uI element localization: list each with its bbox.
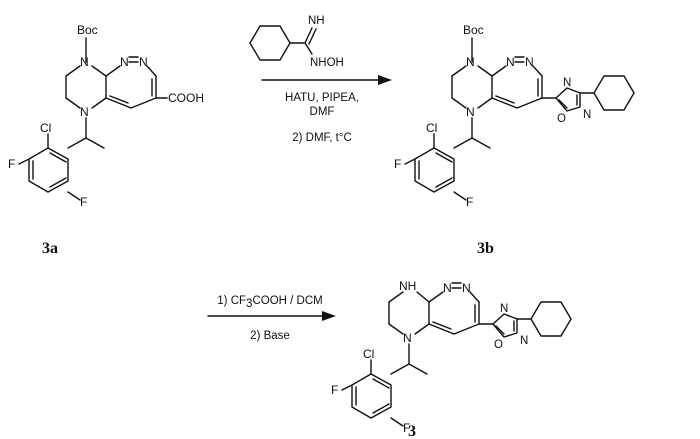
n-top-label: N (466, 55, 475, 69)
bond (19, 159, 29, 164)
amidoxime-nh-label: NH (308, 15, 325, 27)
bond (68, 138, 86, 148)
bond (92, 98, 106, 108)
difluorochlorophenyl-ring (352, 374, 391, 418)
bond (470, 292, 479, 302)
compound-3: NH N N N N O N Cl F F 3 (331, 279, 571, 439)
bond (433, 322, 451, 329)
step1-reagents-line2: DMF (310, 106, 335, 118)
bond (106, 66, 120, 76)
bond (110, 96, 128, 103)
bond (389, 292, 403, 302)
n-bottom-label: N (80, 105, 89, 119)
compound-id-3a: 3a (42, 240, 58, 257)
methyl-bond (409, 364, 427, 374)
cl-label: Cl (426, 121, 437, 135)
pyridazine-n1-label: N (506, 55, 515, 69)
difluorochlorophenyl-ring (415, 148, 454, 192)
bond (131, 98, 156, 108)
pyridazine-n1-label: N (120, 55, 129, 69)
nh-label: NH (399, 279, 416, 293)
f-left-label: F (8, 157, 15, 171)
f-left-label: F (331, 383, 338, 397)
bond (405, 159, 415, 164)
bond (147, 66, 156, 76)
pyridazine-n2-label: N (139, 55, 148, 69)
bond (305, 43, 312, 54)
bond (533, 66, 542, 76)
cyclohexyl-ring (531, 302, 571, 336)
oxadiazole-n-bottom-label: N (583, 109, 591, 121)
bond (517, 98, 542, 108)
bond (454, 138, 472, 148)
compound-3b: Boc N N N N N O N Cl F (394, 23, 634, 257)
n-top-label: N (80, 55, 89, 69)
boc-label: Boc (77, 23, 98, 37)
oxadiazole-o-label: O (557, 113, 566, 125)
cl-label: Cl (40, 121, 51, 135)
oxadiazole-ring (493, 314, 517, 337)
bond (454, 324, 479, 334)
reaction-arrow-1-head (378, 75, 392, 85)
pyridazine-n2-label: N (462, 281, 471, 295)
bond (478, 98, 492, 108)
f-bottom-label: F (466, 195, 473, 209)
oxadiazole-o-label: O (494, 339, 503, 351)
oxadiazole-n-top-label: N (500, 303, 508, 315)
bond (492, 66, 506, 76)
step2-reagents-line2: 2) Base (250, 330, 290, 342)
reaction-step-2: 1) CF3COOH / DCM 2) Base (208, 295, 336, 342)
compound-3a: Boc N N N N COOH Cl F F 3a (8, 23, 204, 257)
bond (454, 192, 466, 200)
difluorochlorophenyl-ring (29, 148, 68, 192)
bond (66, 66, 80, 76)
bond (66, 98, 80, 108)
methyl-bond (472, 138, 490, 148)
step1-reagents-line3: 2) DMF, t°C (292, 132, 352, 144)
cooh-label: COOH (168, 91, 204, 105)
bond (342, 385, 352, 390)
step1-reagents-line1: HATU, PIPEA, (285, 92, 359, 104)
oxadiazole-ring (556, 88, 580, 111)
f-bottom-label: F (80, 195, 87, 209)
boc-label: Boc (463, 23, 484, 37)
pyridazine-n2-label: N (525, 55, 534, 69)
bond (429, 292, 443, 302)
bond (452, 66, 466, 76)
n-bottom-label: N (466, 105, 475, 119)
reaction-step-1: NH NHOH HATU, PIPEA, DMF 2) DMF, t°C (250, 15, 392, 144)
compound-id-3b: 3b (477, 240, 494, 257)
bond (478, 66, 492, 76)
cl-label: Cl (363, 347, 374, 361)
oxadiazole-n-top-label: N (563, 77, 571, 89)
methyl-bond (86, 138, 104, 148)
n-bottom-label: N (403, 331, 412, 345)
compound-id-3: 3 (408, 423, 416, 439)
bond (391, 418, 403, 426)
bond (452, 98, 466, 108)
amidoxime-nhoh-label: NHOH (310, 57, 344, 69)
cyclohexyl-ring (594, 76, 634, 110)
reaction-arrow-2-head (322, 311, 336, 321)
bond (92, 66, 106, 76)
bond (415, 324, 429, 334)
bond (389, 324, 403, 334)
f-left-label: F (394, 157, 401, 171)
bond (417, 292, 429, 302)
step2-reagents-line1: 1) CF3COOH / DCM (217, 295, 322, 310)
bond (391, 364, 409, 374)
bond (68, 192, 80, 200)
oxadiazole-n-bottom-label: N (520, 335, 528, 347)
bond (496, 96, 514, 103)
pyridazine-n1-label: N (443, 281, 452, 295)
cyclohexyl-amidoxime-ring (250, 26, 290, 60)
